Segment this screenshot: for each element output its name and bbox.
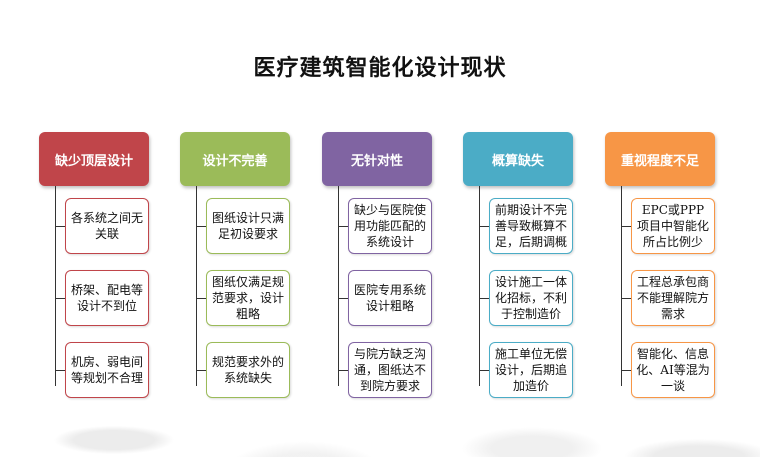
- item-box: 机房、弱电间等规划不合理: [65, 342, 149, 398]
- column-1: 缺少顶层设计 各系统之间无关联 桥架、配电等设计不到位 机房、弱电间等规划不合理: [39, 132, 149, 452]
- connector-vertical: [55, 186, 56, 386]
- item-text: 前期设计不完善导致概算不足，后期调概: [494, 202, 568, 250]
- column-5: 重视程度不足 EPC或PPP项目中智能化所占比例少 工程总承包商不能理解院方需求…: [605, 132, 715, 452]
- connector-horizontal: [55, 370, 65, 371]
- connector-horizontal: [338, 226, 348, 227]
- item-box: 智能化、信息化、AI等混为一谈: [631, 342, 715, 398]
- connector-horizontal: [338, 298, 348, 299]
- item-text: EPC或PPP项目中智能化所占比例少: [636, 202, 710, 250]
- item-text: 规范要求外的系统缺失: [211, 354, 285, 386]
- item-box: 图纸设计只满足初设要求: [206, 198, 290, 254]
- connector-horizontal: [55, 298, 65, 299]
- column-header: 缺少顶层设计: [39, 132, 149, 186]
- connector-horizontal: [196, 298, 206, 299]
- item-text: 工程总承包商不能理解院方需求: [636, 274, 710, 322]
- item-box: 桥架、配电等设计不到位: [65, 270, 149, 326]
- connector-horizontal: [621, 298, 631, 299]
- connector-vertical: [621, 186, 622, 386]
- column-3: 无针对性 缺少与医院使用功能匹配的系统设计 医院专用系统设计粗略 与院方缺乏沟通…: [322, 132, 432, 452]
- item-box: 规范要求外的系统缺失: [206, 342, 290, 398]
- connector-horizontal: [621, 370, 631, 371]
- page-title: 医疗建筑智能化设计现状: [0, 50, 760, 82]
- item-box: EPC或PPP项目中智能化所占比例少: [631, 198, 715, 254]
- item-text: 桥架、配电等设计不到位: [70, 282, 144, 314]
- connector-vertical: [479, 186, 480, 386]
- item-text: 缺少与医院使用功能匹配的系统设计: [353, 202, 427, 250]
- item-box: 医院专用系统设计粗略: [348, 270, 432, 326]
- connector-horizontal: [196, 370, 206, 371]
- column-header: 设计不完善: [180, 132, 290, 186]
- item-text: 与院方缺乏沟通，图纸达不到院方要求: [353, 346, 427, 394]
- connector-horizontal: [479, 298, 489, 299]
- connector-horizontal: [338, 370, 348, 371]
- item-text: 机房、弱电间等规划不合理: [70, 354, 144, 386]
- column-2: 设计不完善 图纸设计只满足初设要求 图纸仅满足规范要求，设计粗略 规范要求外的系…: [180, 132, 290, 452]
- column-header: 无针对性: [322, 132, 432, 186]
- connector-horizontal: [479, 226, 489, 227]
- item-text: 施工单位无偿设计，后期追加造价: [494, 346, 568, 394]
- item-text: 图纸仅满足规范要求，设计粗略: [211, 274, 285, 322]
- connector-horizontal: [479, 370, 489, 371]
- item-box: 施工单位无偿设计，后期追加造价: [489, 342, 573, 398]
- column-header: 重视程度不足: [605, 132, 715, 186]
- item-text: 图纸设计只满足初设要求: [211, 210, 285, 242]
- connector-vertical: [338, 186, 339, 386]
- item-box: 设计施工一体化招标，不利于控制造价: [489, 270, 573, 326]
- item-box: 图纸仅满足规范要求，设计粗略: [206, 270, 290, 326]
- item-box: 各系统之间无关联: [65, 198, 149, 254]
- connector-horizontal: [55, 226, 65, 227]
- item-text: 智能化、信息化、AI等混为一谈: [636, 346, 710, 394]
- column-4: 概算缺失 前期设计不完善导致概算不足，后期调概 设计施工一体化招标，不利于控制造…: [463, 132, 573, 452]
- item-box: 与院方缺乏沟通，图纸达不到院方要求: [348, 342, 432, 398]
- item-box: 工程总承包商不能理解院方需求: [631, 270, 715, 326]
- connector-vertical: [196, 186, 197, 386]
- column-header: 概算缺失: [463, 132, 573, 186]
- item-text: 医院专用系统设计粗略: [353, 282, 427, 314]
- connector-horizontal: [196, 226, 206, 227]
- item-box: 缺少与医院使用功能匹配的系统设计: [348, 198, 432, 254]
- item-text: 各系统之间无关联: [70, 210, 144, 242]
- connector-horizontal: [621, 226, 631, 227]
- item-text: 设计施工一体化招标，不利于控制造价: [494, 274, 568, 322]
- item-box: 前期设计不完善导致概算不足，后期调概: [489, 198, 573, 254]
